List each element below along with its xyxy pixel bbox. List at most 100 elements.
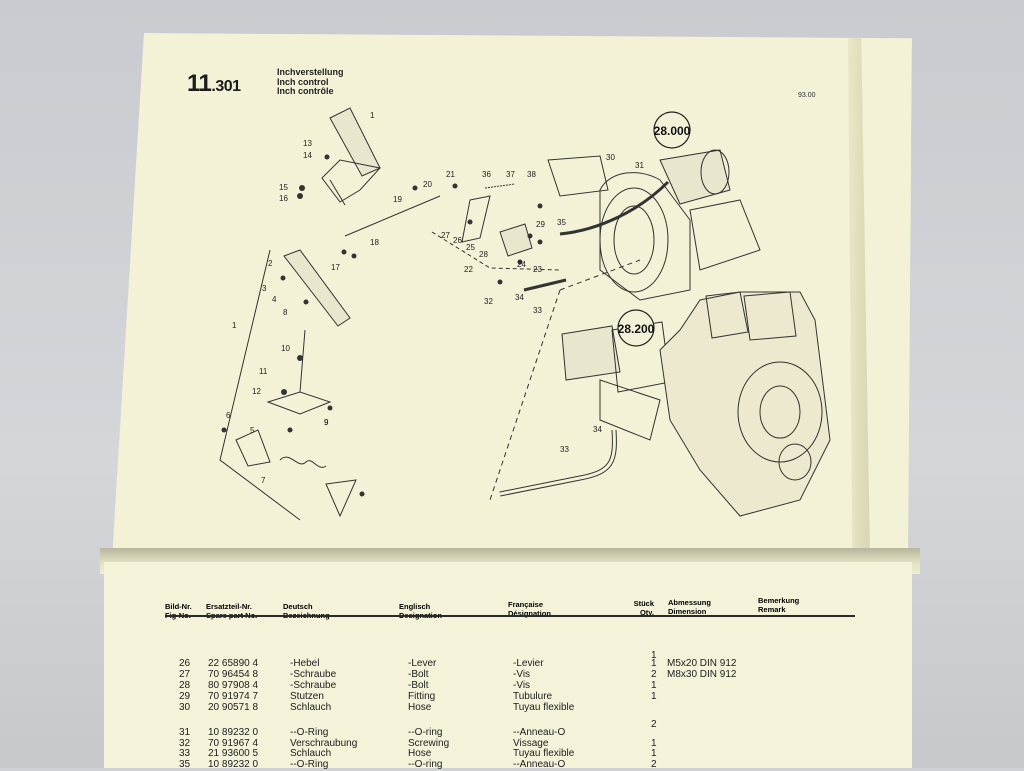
rod-19	[344, 195, 441, 237]
svg-text:3: 3	[262, 284, 267, 293]
svg-text:30: 30	[606, 153, 615, 162]
table-row: 26 22 65890 4 -Hebel -Lever -Levier 1 M5…	[179, 658, 737, 669]
engine-block-rear	[689, 199, 761, 271]
pump-28000	[659, 149, 731, 205]
svg-text:2: 2	[268, 259, 273, 268]
svg-text:5: 5	[250, 426, 255, 435]
dash-guide	[431, 231, 561, 271]
svg-text:10: 10	[281, 344, 290, 353]
page-date: 93.00	[798, 92, 816, 99]
small-parts	[221, 154, 543, 497]
bracket-line-1	[219, 249, 301, 521]
cylinder-head-2	[743, 291, 797, 341]
svg-text:17: 17	[331, 263, 340, 272]
table-row: 29 70 91974 7 Stutzen Fitting Tubulure 1	[179, 691, 657, 702]
header-de: DeutschBezeichnung	[283, 602, 330, 620]
svg-text:35: 35	[557, 218, 566, 227]
svg-text:25: 25	[466, 243, 475, 252]
engine-top-block	[547, 155, 609, 197]
lower-bracket	[266, 391, 332, 415]
header-en: EnglischDesignation	[399, 602, 442, 620]
table-row: 32 70 91967 4 Verschraubung Screwing Vis…	[179, 738, 657, 749]
fitting-33	[523, 278, 567, 292]
upper-pedal-bracket	[321, 159, 381, 203]
svg-text:28: 28	[479, 250, 488, 259]
lower-pedal	[283, 249, 351, 327]
small-pulley	[778, 443, 812, 481]
svg-text:23: 23	[533, 265, 542, 274]
engine-lower	[659, 291, 831, 517]
engine-housing	[599, 172, 691, 301]
title-fr: Inch contrôle	[277, 86, 334, 96]
svg-text:29: 29	[536, 220, 545, 229]
header-rule	[165, 615, 855, 617]
table-row-qty-extra	[165, 694, 865, 706]
table-row: 28 80 97908 4 -Schraube -Bolt -Vis 1	[179, 680, 657, 691]
header-part: Ersatzteil-Nr.Spare part No.	[206, 602, 257, 620]
flywheel-hub	[759, 385, 801, 439]
svg-text:14: 14	[303, 151, 312, 160]
section-titles: Inchverstellung Inch control Inch contrô…	[277, 67, 344, 97]
svg-text:31: 31	[635, 161, 644, 170]
svg-text:13: 13	[303, 139, 312, 148]
svg-text:34: 34	[515, 293, 524, 302]
svg-text:11: 11	[259, 367, 268, 376]
svg-text:1: 1	[370, 111, 375, 120]
section-number: 11.301	[187, 70, 241, 97]
block-28	[499, 223, 533, 257]
svg-text:16: 16	[279, 194, 288, 203]
table-row: 33 21 93600 5 Schlauch Hose Tuyau flexib…	[179, 748, 657, 759]
pedal-rod	[329, 179, 346, 206]
housing-bottom	[599, 379, 661, 441]
header-fig: Bild-Nr.Fig-No.	[165, 602, 192, 620]
svg-text:26: 26	[453, 236, 462, 245]
callout-28000: 28.000	[653, 111, 691, 149]
svg-text:24: 24	[517, 260, 526, 269]
svg-text:18: 18	[370, 238, 379, 247]
svg-text:28.200: 28.200	[618, 322, 655, 336]
spring-7	[279, 456, 327, 468]
svg-text:4: 4	[272, 295, 277, 304]
diagram-lines	[219, 107, 831, 521]
title-en: Inch control	[277, 76, 329, 87]
engine-pulley	[599, 187, 669, 293]
lower-page	[104, 562, 912, 768]
svg-text:1: 1	[232, 321, 237, 330]
svg-text:21: 21	[446, 170, 455, 179]
pump-end	[700, 149, 730, 195]
svg-text:12: 12	[252, 387, 261, 396]
spring-36	[484, 183, 516, 189]
svg-text:6: 6	[226, 411, 231, 420]
engine-pulley-inner	[613, 205, 655, 275]
lever-bottom	[325, 479, 357, 518]
svg-text:37: 37	[506, 170, 515, 179]
svg-text:28.000: 28.000	[654, 124, 691, 138]
table-row: 31 10 89232 0 --O-Ring --O-ring --Anneau…	[179, 719, 657, 738]
svg-text:9: 9	[324, 418, 329, 427]
flywheel	[737, 361, 823, 463]
svg-text:38: 38	[527, 170, 536, 179]
boundary-left	[489, 289, 561, 501]
svg-text:19: 19	[393, 195, 402, 204]
diagram-labels: 1 2 3 4 5 6 7 8 9 10 11 12 13 14 15 16 1…	[226, 111, 644, 485]
svg-text:33: 33	[533, 306, 542, 315]
table-row: 27 70 96454 8 -Schraube -Bolt -Vis 2 M8x…	[179, 669, 737, 680]
hose-33-inner	[499, 429, 616, 496]
table-row: 30 20 90571 8 Schlauch Hose Tuyau flexib…	[179, 702, 575, 713]
title-de: Inchverstellung	[277, 67, 344, 77]
svg-text:8: 8	[283, 308, 288, 317]
svg-text:9: 9	[324, 418, 329, 427]
svg-text:22: 22	[464, 265, 473, 274]
pump-28200	[561, 325, 621, 381]
svg-text:32: 32	[484, 297, 493, 306]
svg-text:33: 33	[560, 445, 569, 454]
table-row: 1	[651, 650, 657, 661]
bracket-22	[461, 195, 491, 243]
lever-5	[235, 429, 271, 467]
cylinder-head-1	[705, 291, 749, 339]
table-row: 35 10 89232 0 --O-Ring --O-ring --Anneau…	[179, 759, 657, 770]
